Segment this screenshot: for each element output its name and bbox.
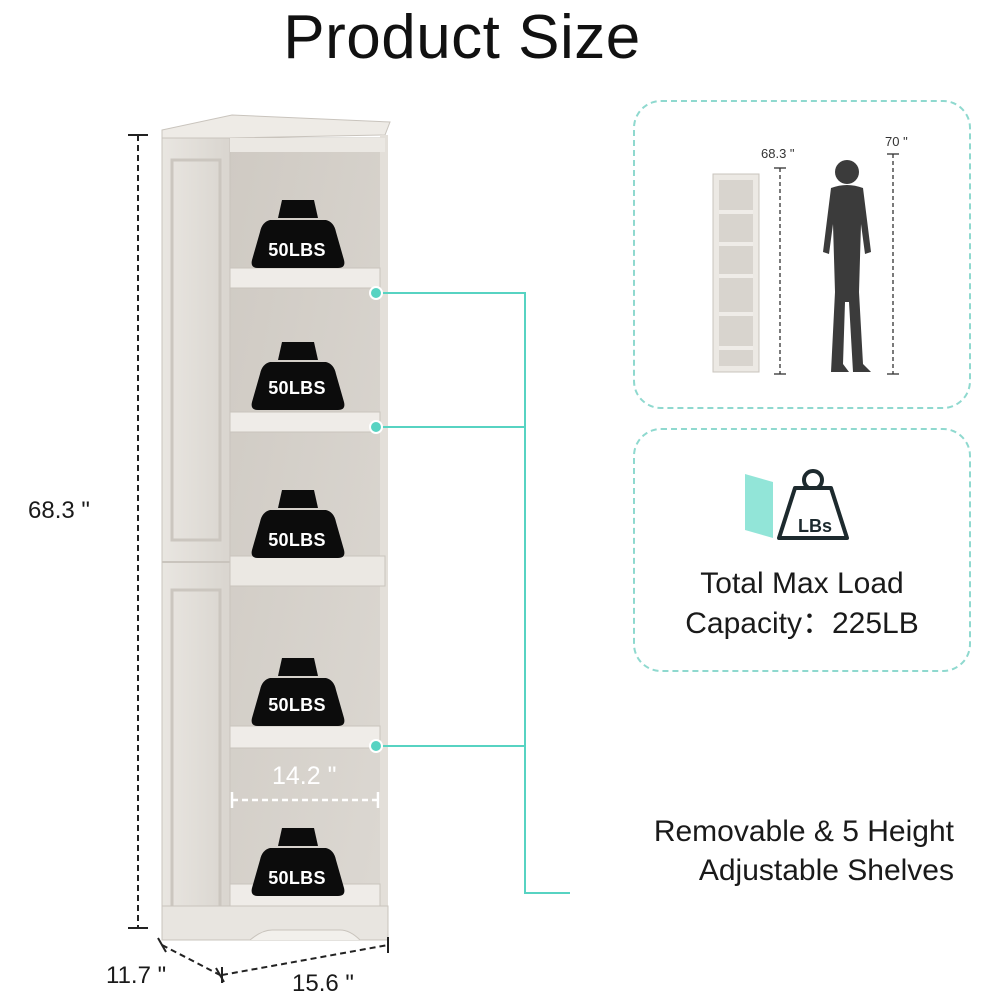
height-label: 68.3 " <box>28 497 90 524</box>
feature-line1: Removable & 5 Height <box>653 815 954 848</box>
connector-dot <box>369 739 383 753</box>
connector-dot <box>369 286 383 300</box>
weight-label: 50LBS <box>268 378 326 398</box>
depth-label: 11.7 " <box>106 962 167 989</box>
weight-icon <box>251 342 345 410</box>
height-dimension-line <box>128 134 148 929</box>
load-capacity-line1: Total Max Load <box>700 567 904 600</box>
weight-icon <box>251 658 345 726</box>
weight-icon <box>251 490 345 558</box>
person-height-label: 70 " <box>885 134 908 149</box>
inner-width-label: 14.2 " <box>272 762 337 790</box>
weight-label: 50LBS <box>268 868 326 888</box>
person-silhouette-icon <box>823 160 871 372</box>
weight-label: 50LBS <box>268 695 326 715</box>
weight-bag-label: LBs <box>797 516 832 536</box>
mini-bookcase-icon <box>712 173 760 373</box>
inner-width-line <box>230 792 380 808</box>
connector-dot <box>369 420 383 434</box>
weight-label: 50LBS <box>268 240 326 260</box>
page-title: Product Size <box>283 3 641 72</box>
weight-icon <box>251 828 345 896</box>
weight-bag-icon <box>745 469 849 540</box>
weight-icon <box>251 200 345 268</box>
shelf-height-label: 68.3 " <box>761 146 795 161</box>
feature-line2: Adjustable Shelves <box>698 854 954 887</box>
shelf-feature-text: Removable & 5 Height Adjustable Shelves <box>654 812 954 890</box>
width-dimension-line <box>221 937 389 983</box>
shelf-connector-lines <box>376 292 570 894</box>
width-label: 15.6 " <box>292 970 354 997</box>
load-capacity-card: LBs Total Max Load Capacity：225LB <box>633 428 971 672</box>
load-capacity-line2: Capacity：225LB <box>685 607 919 640</box>
weight-label: 50LBS <box>268 530 326 550</box>
height-comparison-card: 68.3 " 70 " <box>633 100 971 409</box>
depth-dimension-line <box>157 937 225 983</box>
